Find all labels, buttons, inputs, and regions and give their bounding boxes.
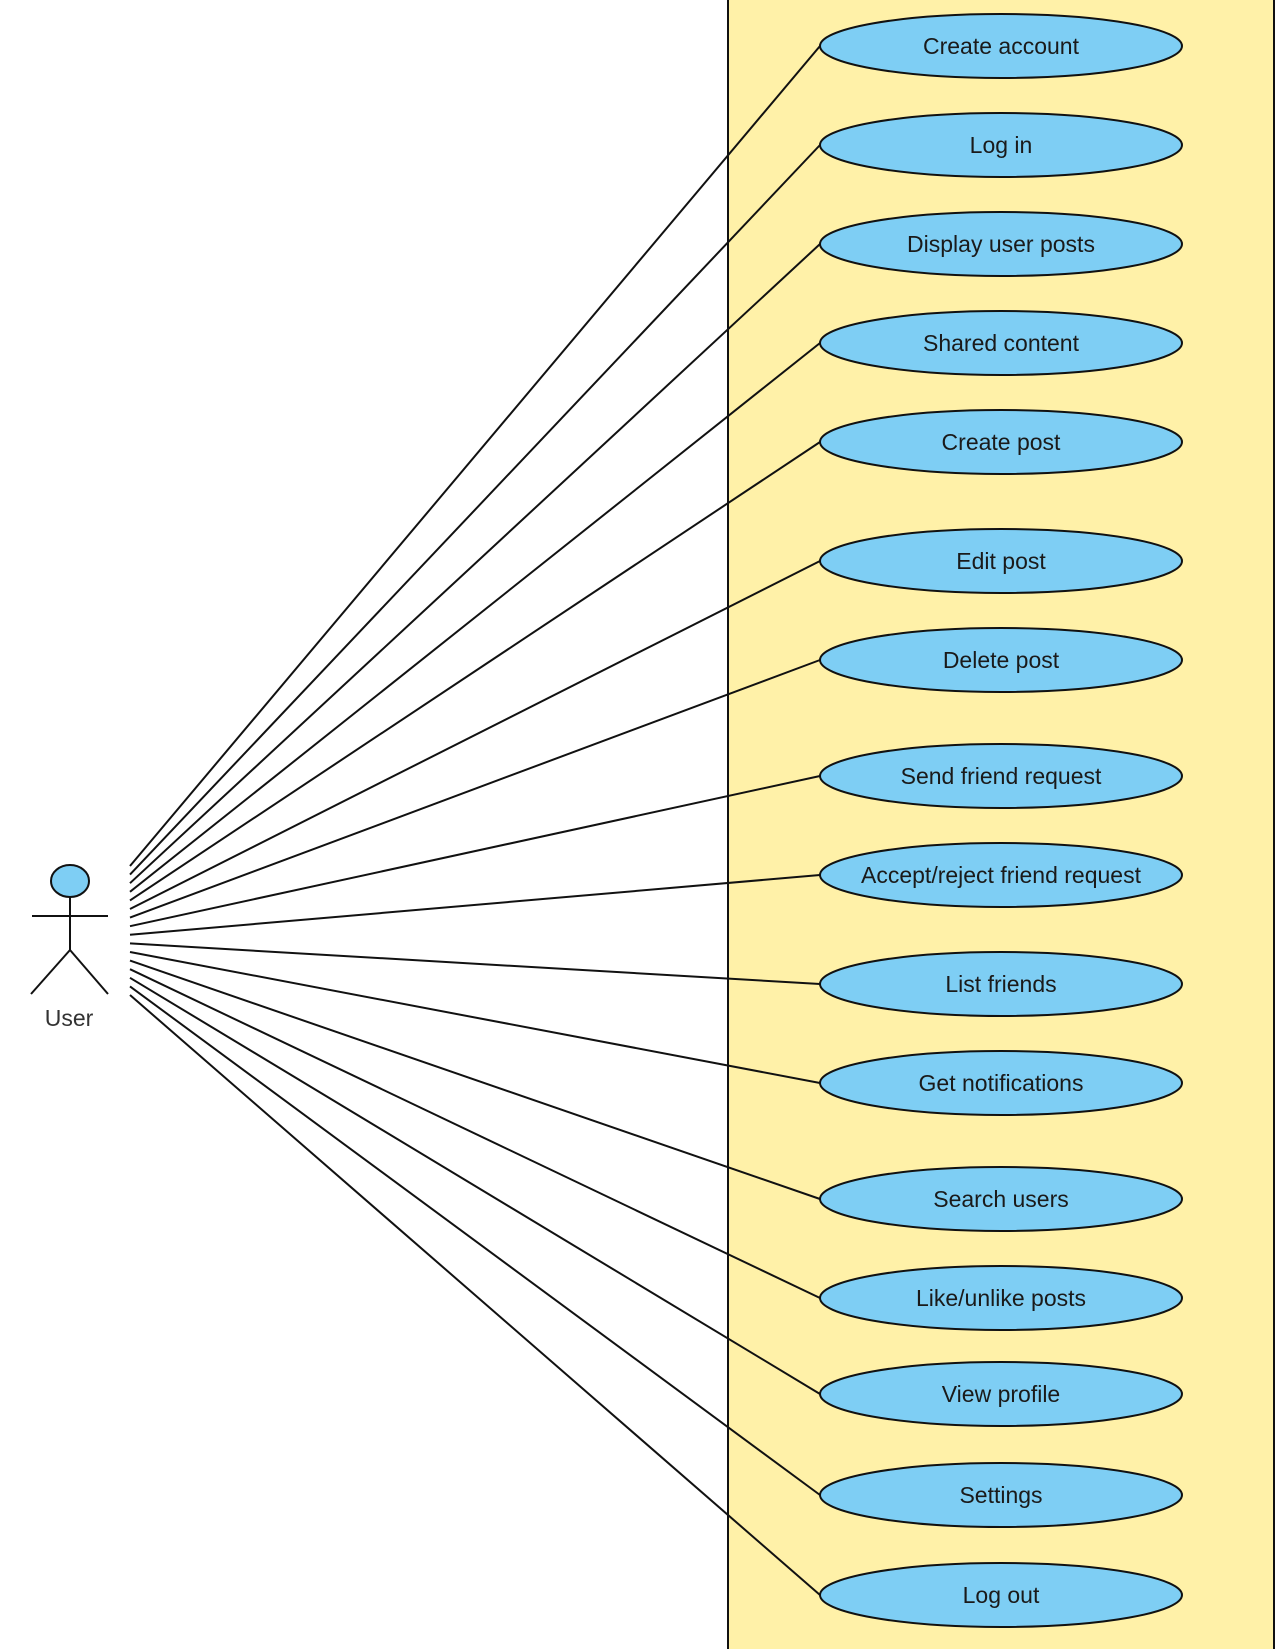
use-case-ellipse xyxy=(819,842,1183,908)
use-case-label: List friends xyxy=(945,971,1056,997)
use-case-ellipse xyxy=(819,627,1183,693)
use-case-label: Shared content xyxy=(923,330,1080,356)
use-case-label: Accept/reject friend request xyxy=(861,862,1142,888)
use-case-ellipse xyxy=(819,743,1183,809)
association-line xyxy=(129,342,821,893)
use-case: List friends xyxy=(819,951,1183,1017)
association-line xyxy=(129,874,821,936)
use-case-label: Log out xyxy=(963,1582,1040,1608)
use-case-label: Delete post xyxy=(943,647,1060,673)
use-case-ellipse xyxy=(819,1562,1183,1628)
association-line xyxy=(129,951,821,1084)
actor-label: User xyxy=(45,1005,94,1031)
use-case: Edit post xyxy=(819,528,1183,594)
use-case-ellipse xyxy=(819,211,1183,277)
use-case-label: Log in xyxy=(970,132,1033,158)
use-case-ellipse xyxy=(819,13,1183,79)
use-case-label: Display user posts xyxy=(907,231,1095,257)
use-case: Display user posts xyxy=(819,211,1183,277)
association-line xyxy=(129,959,821,1200)
use-case: Search users xyxy=(819,1166,1183,1232)
use-case: Settings xyxy=(819,1462,1183,1528)
use-case: Create post xyxy=(819,409,1183,475)
use-case-ellipse xyxy=(819,951,1183,1017)
association-line xyxy=(129,243,821,884)
use-case-label: Search users xyxy=(933,1186,1069,1212)
association-line xyxy=(129,560,821,910)
association-line xyxy=(129,976,821,1395)
use-case-ellipse xyxy=(819,1462,1183,1528)
use-case-label: Like/unlike posts xyxy=(916,1285,1086,1311)
use-case-ellipse xyxy=(819,112,1183,178)
actor-head xyxy=(50,864,90,898)
use-case-ellipse xyxy=(819,1166,1183,1232)
use-case: Like/unlike posts xyxy=(819,1265,1183,1331)
association-lines xyxy=(129,45,821,1596)
use-case-ellipse xyxy=(819,528,1183,594)
use-case-label: Create account xyxy=(923,33,1080,59)
association-line xyxy=(129,144,821,876)
use-case-ellipse xyxy=(819,310,1183,376)
use-case-ellipse xyxy=(819,1361,1183,1427)
association-line xyxy=(129,441,821,902)
use-case: Create account xyxy=(819,13,1183,79)
use-case-label: Settings xyxy=(959,1482,1042,1508)
use-case: Log in xyxy=(819,112,1183,178)
use-case-ellipse xyxy=(819,1050,1183,1116)
use-case-ellipse xyxy=(819,1265,1183,1331)
association-line xyxy=(129,994,821,1596)
use-case: View profile xyxy=(819,1361,1183,1427)
use-case-label: View profile xyxy=(942,1381,1060,1407)
use-case-label: Get notifications xyxy=(919,1070,1084,1096)
association-line xyxy=(129,968,821,1299)
association-line xyxy=(129,45,821,867)
use-case: Shared content xyxy=(819,310,1183,376)
actor-user: User xyxy=(30,864,109,1031)
actor-left-leg xyxy=(30,949,71,995)
association-line xyxy=(129,985,821,1496)
use-case: Log out xyxy=(819,1562,1183,1628)
use-case: Send friend request xyxy=(819,743,1183,809)
use-case: Accept/reject friend request xyxy=(819,842,1183,908)
association-line xyxy=(129,942,821,985)
use-case-ellipse xyxy=(819,409,1183,475)
use-case-label: Send friend request xyxy=(901,763,1102,789)
use-case: Get notifications xyxy=(819,1050,1183,1116)
association-line xyxy=(129,775,821,928)
use-case-label: Create post xyxy=(942,429,1062,455)
use-case-label: Edit post xyxy=(956,548,1046,574)
use-case: Delete post xyxy=(819,627,1183,693)
actor-right-leg xyxy=(69,949,109,995)
association-line xyxy=(129,659,821,919)
